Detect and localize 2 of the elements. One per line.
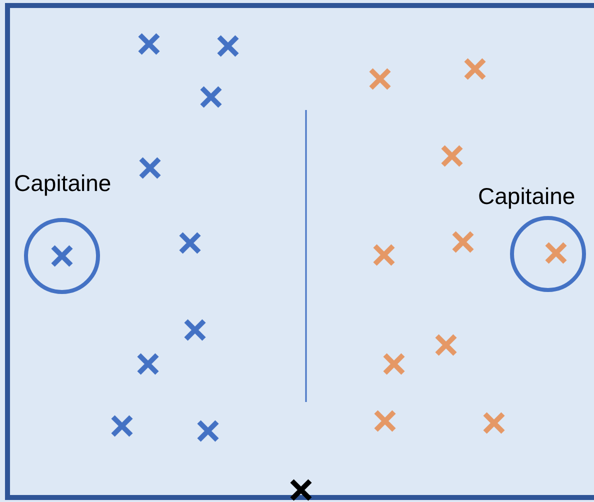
caption-text: Capitaine [14, 172, 112, 195]
caption-text: Capitaine [478, 185, 576, 208]
